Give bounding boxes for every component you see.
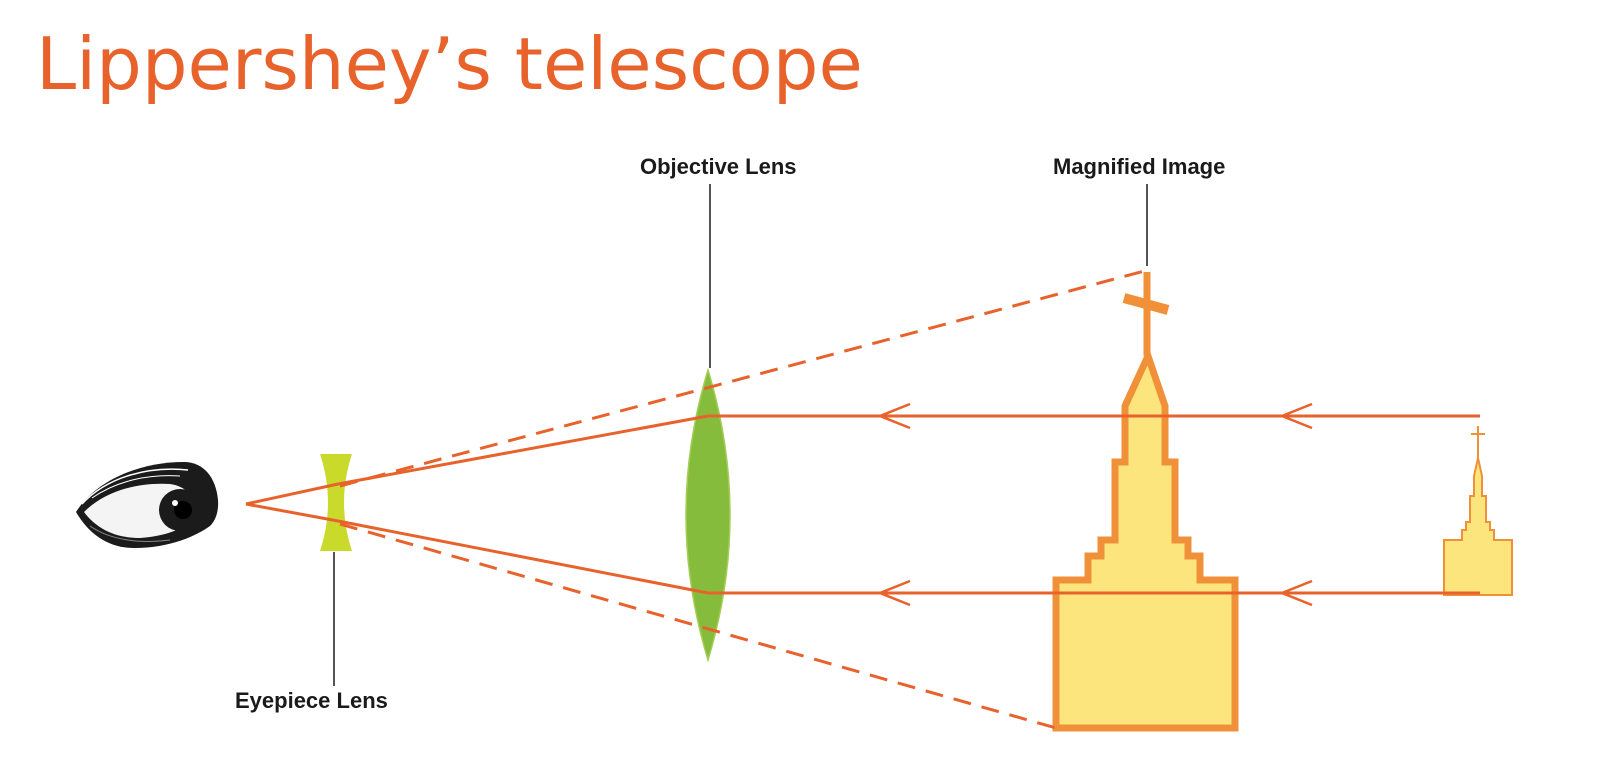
- refracted-ray-top: [337, 414, 709, 486]
- diagram-title: Lippershey’s telescope: [36, 22, 863, 106]
- magnified-church-image: [1052, 272, 1239, 732]
- eyepiece-lens: [320, 454, 352, 551]
- light-rays: [245, 268, 1480, 730]
- eye-ray-top: [245, 482, 339, 506]
- objective-lens-label: Objective Lens: [640, 154, 797, 179]
- eyepiece-lens-label: Eyepiece Lens: [235, 688, 388, 713]
- arrow-bottom-near: [876, 579, 911, 607]
- arrow-bottom-far: [1278, 579, 1313, 607]
- magnified-image-label: Magnified Image: [1053, 154, 1226, 179]
- distant-church-body: [1443, 457, 1513, 596]
- eye-icon: [76, 462, 219, 548]
- eye-ray-bottom: [245, 502, 339, 523]
- magnified-church-cross-bar: [1122, 293, 1170, 315]
- arrow-top-near: [876, 402, 911, 430]
- virtual-ray-top: [339, 268, 1149, 488]
- virtual-ray-bottom: [339, 522, 1057, 730]
- objective-lens: [685, 367, 731, 663]
- distant-church-object: [1443, 426, 1513, 596]
- refracted-ray-bottom: [337, 519, 709, 595]
- arrow-top-far: [1278, 402, 1313, 430]
- magnified-church-body: [1052, 346, 1239, 732]
